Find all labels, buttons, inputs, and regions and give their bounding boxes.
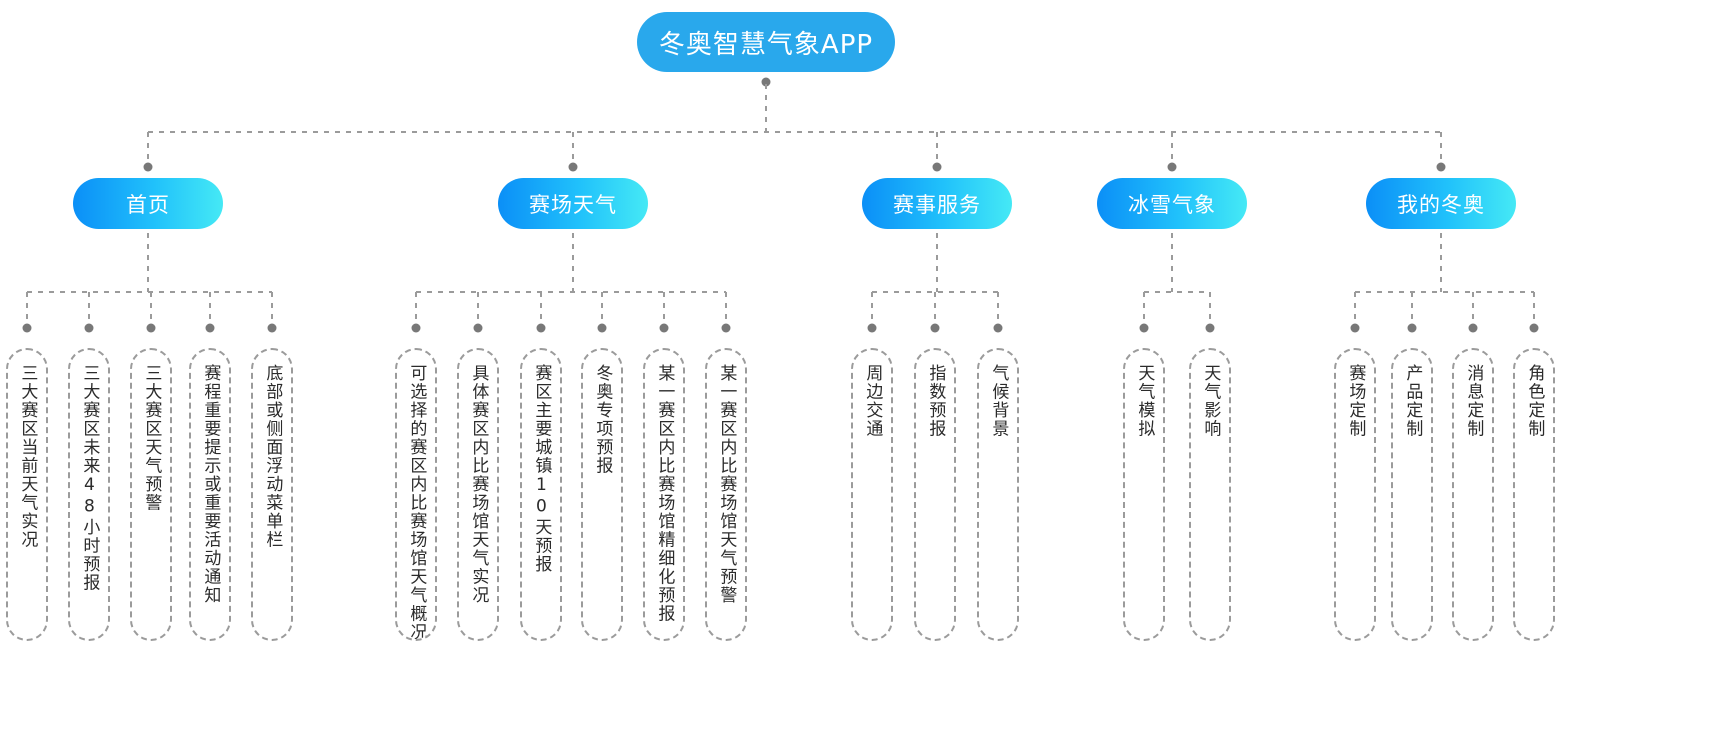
branch-node-label: 我的冬奥 — [1397, 192, 1485, 217]
branch-node[interactable]: 赛场天气 — [498, 178, 648, 229]
leaf-node[interactable]: 三大赛区未来48小时预报 — [68, 348, 110, 641]
leaf-node-label: 具体赛区内比赛场馆天气实况 — [468, 364, 489, 605]
branch-node[interactable]: 我的冬奥 — [1366, 178, 1516, 229]
leaf-node[interactable]: 赛场定制 — [1334, 348, 1376, 641]
leaf-node-label: 赛场定制 — [1345, 364, 1366, 438]
branch-node-label: 赛事服务 — [893, 192, 981, 217]
leaf-node-label: 某一赛区内比赛场馆精细化预报 — [654, 364, 675, 623]
leaf-node-label: 赛程重要提示或重要活动通知 — [200, 364, 221, 605]
branch-node[interactable]: 赛事服务 — [862, 178, 1012, 229]
leaf-node[interactable]: 赛程重要提示或重要活动通知 — [189, 348, 231, 641]
leaf-node[interactable]: 气候背景 — [977, 348, 1019, 641]
leaf-node[interactable]: 可选择的赛区内比赛场馆天气概况 — [395, 348, 437, 641]
leaf-node[interactable]: 三大赛区当前天气实况 — [6, 348, 48, 641]
leaf-node-label: 三大赛区天气预警 — [141, 364, 162, 512]
leaf-node[interactable]: 角色定制 — [1513, 348, 1555, 641]
leaf-node-label: 气候背景 — [988, 364, 1009, 438]
leaf-node[interactable]: 消息定制 — [1452, 348, 1494, 641]
leaf-node-label: 某一赛区内比赛场馆天气预警 — [716, 364, 737, 605]
leaf-node[interactable]: 天气模拟 — [1123, 348, 1165, 641]
root-node[interactable]: 冬奥智慧气象APP — [637, 12, 895, 72]
leaf-node[interactable]: 底部或侧面浮动菜单栏 — [251, 348, 293, 641]
branch-node[interactable]: 首页 — [73, 178, 223, 229]
leaf-node-label: 指数预报 — [925, 364, 946, 438]
leaf-node[interactable]: 三大赛区天气预警 — [130, 348, 172, 641]
branch-node-label: 首页 — [126, 192, 170, 217]
leaf-node-label: 天气影响 — [1200, 364, 1221, 438]
leaf-node[interactable]: 周边交通 — [851, 348, 893, 641]
leaf-node[interactable]: 某一赛区内比赛场馆天气预警 — [705, 348, 747, 641]
leaf-node-label: 天气模拟 — [1134, 364, 1155, 438]
leaf-node[interactable]: 冬奥专项预报 — [581, 348, 623, 641]
root-node-label: 冬奥智慧气象APP — [658, 29, 874, 60]
leaf-node-label: 可选择的赛区内比赛场馆天气概况 — [406, 364, 427, 641]
leaf-node[interactable]: 某一赛区内比赛场馆精细化预报 — [643, 348, 685, 641]
leaf-node[interactable]: 指数预报 — [914, 348, 956, 641]
leaf-node[interactable]: 产品定制 — [1391, 348, 1433, 641]
leaf-node-label: 产品定制 — [1402, 364, 1423, 438]
leaf-node-label: 消息定制 — [1463, 364, 1484, 438]
branch-node[interactable]: 冰雪气象 — [1097, 178, 1247, 229]
leaf-node-label: 赛区主要城镇10天预报 — [531, 364, 552, 574]
leaf-node-label: 周边交通 — [862, 364, 883, 438]
leaf-node[interactable]: 天气影响 — [1189, 348, 1231, 641]
leaf-node-label: 三大赛区未来48小时预报 — [79, 364, 100, 592]
leaf-node-label: 底部或侧面浮动菜单栏 — [262, 364, 283, 549]
leaf-node-label: 冬奥专项预报 — [592, 364, 613, 475]
leaf-node[interactable]: 具体赛区内比赛场馆天气实况 — [457, 348, 499, 641]
leaf-node-label: 角色定制 — [1524, 364, 1545, 438]
leaf-node[interactable]: 赛区主要城镇10天预报 — [520, 348, 562, 641]
branch-node-label: 冰雪气象 — [1128, 192, 1216, 217]
leaf-node-label: 三大赛区当前天气实况 — [17, 364, 38, 549]
branch-node-label: 赛场天气 — [529, 192, 617, 217]
